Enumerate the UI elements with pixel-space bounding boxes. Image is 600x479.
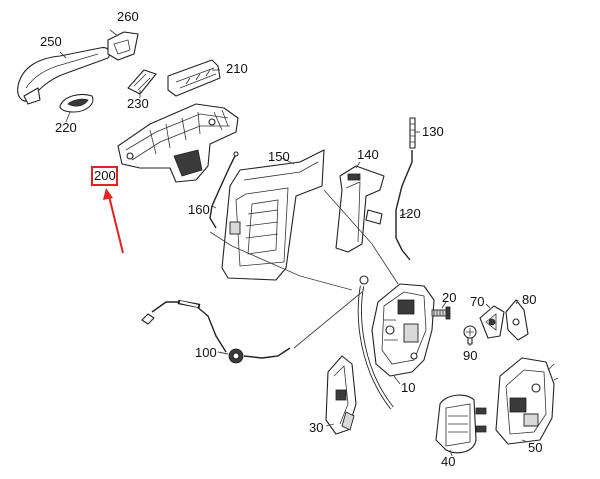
label-260: 260 xyxy=(117,9,139,24)
label-140: 140 xyxy=(357,147,379,162)
part-260-handle-cap[interactable] xyxy=(107,31,139,61)
part-20-screw[interactable] xyxy=(431,306,451,320)
part-120-rod[interactable] xyxy=(395,150,413,261)
label-80: 80 xyxy=(522,292,537,307)
part-150-trim-panel[interactable] xyxy=(221,149,325,281)
highlight-arrow xyxy=(103,188,124,254)
part-200-handle-carrier[interactable] xyxy=(117,103,239,183)
label-120: 120 xyxy=(399,206,421,221)
label-20: 20 xyxy=(442,290,457,305)
part-250-outer-handle[interactable] xyxy=(17,47,111,105)
label-220: 220 xyxy=(55,120,77,135)
part-80-plate[interactable] xyxy=(505,299,529,341)
part-130-cable-end[interactable] xyxy=(409,117,416,149)
part-210-bracket[interactable] xyxy=(167,59,221,97)
part-100-cable[interactable] xyxy=(141,299,291,364)
highlight-box-200 xyxy=(91,166,118,186)
part-70-striker[interactable] xyxy=(479,305,505,339)
label-10: 10 xyxy=(401,380,416,395)
part-50-actuator[interactable] xyxy=(495,357,559,445)
label-210: 210 xyxy=(226,61,248,76)
part-30-housing[interactable] xyxy=(325,355,357,435)
part-lock-cable[interactable] xyxy=(357,275,394,410)
label-50: 50 xyxy=(528,440,543,455)
label-70: 70 xyxy=(470,294,485,309)
label-130: 130 xyxy=(422,124,444,139)
part-160-rod[interactable] xyxy=(209,151,239,229)
label-100: 100 xyxy=(195,345,217,360)
part-40-switch-plate[interactable] xyxy=(435,394,487,454)
label-90: 90 xyxy=(463,348,478,363)
part-230-gasket[interactable] xyxy=(127,69,157,95)
part-10-door-lock[interactable] xyxy=(371,283,435,377)
part-140-channel[interactable] xyxy=(335,165,385,253)
label-150: 150 xyxy=(268,149,290,164)
label-230: 230 xyxy=(127,96,149,111)
part-220-pad[interactable] xyxy=(59,93,94,113)
label-200: 200 xyxy=(94,168,116,183)
label-250: 250 xyxy=(40,34,62,49)
label-40: 40 xyxy=(441,454,456,469)
label-160: 160 xyxy=(188,202,210,217)
part-90-bolt[interactable] xyxy=(463,325,477,345)
leader-lines xyxy=(59,29,529,457)
label-30: 30 xyxy=(309,420,324,435)
